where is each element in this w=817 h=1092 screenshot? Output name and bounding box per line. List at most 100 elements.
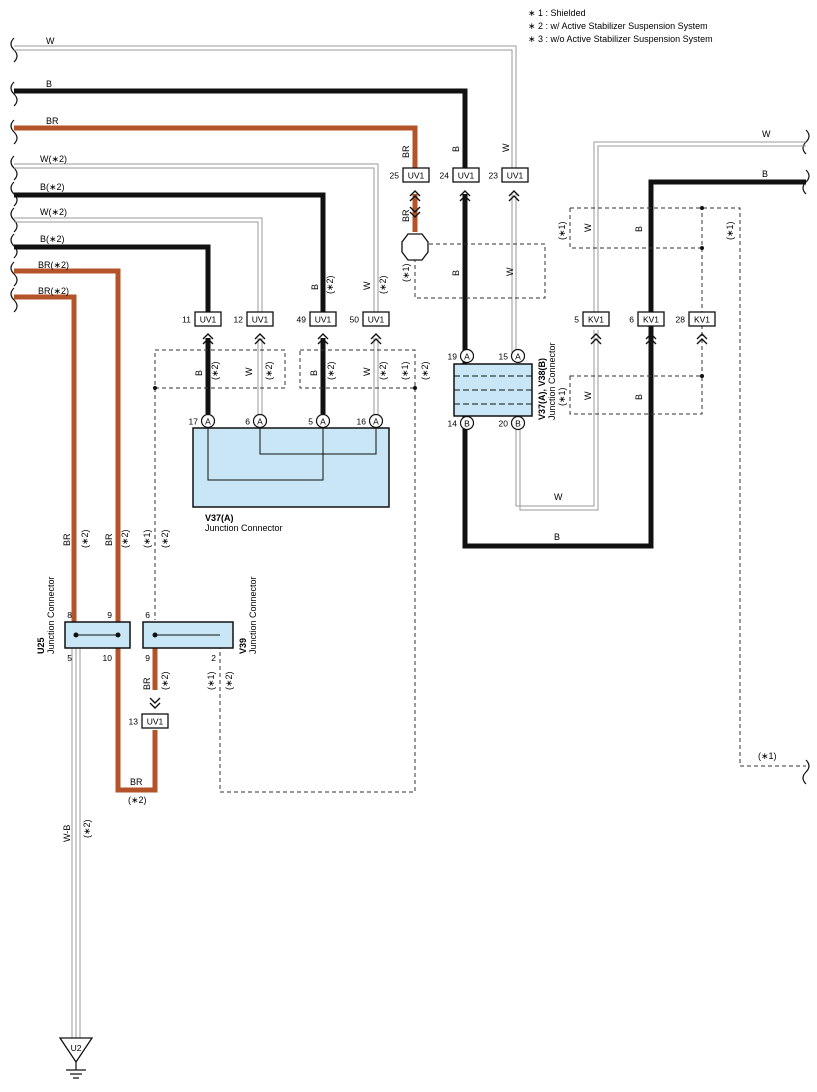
wire-note: (∗2) [128, 795, 147, 805]
connector-kv1-5: KV1 5 [574, 311, 610, 327]
pin-number: 6 [145, 610, 150, 620]
ground-u2: U2 [58, 1037, 94, 1079]
pin-number: 15 [499, 352, 509, 362]
connector-uv1-49: UV1 49 [297, 311, 337, 327]
wire-note: (∗1) [400, 361, 410, 380]
wire-w2-uv1-50 [14, 163, 379, 312]
wire-label: B [194, 370, 204, 376]
pin-number: 19 [448, 352, 458, 362]
wire-label: B [451, 146, 461, 152]
wire-note: (∗2) [378, 275, 388, 294]
pin-number: 13 [129, 717, 139, 727]
connector-label: KV1 [694, 315, 710, 325]
wire-label: B(∗2) [40, 182, 65, 192]
ground-label: U2 [71, 1043, 82, 1053]
pin-letter: B [515, 419, 521, 429]
connector-chevrons [149, 190, 708, 709]
wire-w-top [14, 45, 517, 168]
wire-label: W(∗2) [40, 207, 67, 217]
wire-note: (∗2) [326, 361, 336, 380]
pin-number: 28 [676, 315, 686, 325]
wire-w-junction-loop [511, 141, 806, 511]
wire-w2-uv1-12 [14, 217, 263, 312]
wire-label: W [762, 129, 771, 139]
connector-label: UV1 [507, 171, 524, 181]
junction-subtitle: Junction Connector [205, 523, 283, 533]
connector-label: UV1 [408, 171, 425, 181]
pin-number: 14 [448, 419, 458, 429]
connector-uv1-50: UV1 50 [350, 311, 390, 327]
junction-connector-u25: 8 9 5 10 U25 Junction Connector [36, 576, 131, 663]
wire-note: (∗2) [420, 361, 430, 380]
shield-dots [153, 206, 704, 390]
legend-item-with-stabilizer: ∗ 2 : w/ Active Stabilizer Suspension Sy… [528, 21, 708, 31]
connector-label: UV1 [147, 717, 164, 727]
wire-note: (∗2) [325, 275, 335, 294]
connector-kv1-28: KV1 28 [676, 311, 716, 327]
pin-number: 9 [107, 610, 112, 620]
right-break-marks [802, 129, 810, 785]
wire-label: BR [62, 533, 72, 546]
wire-labels: W B BR W(∗2) B(∗2) W(∗2) B(∗2) BR(∗2) BR… [38, 36, 777, 842]
pin-number: 24 [440, 171, 450, 181]
junction-subtitle: Junction Connector [248, 576, 258, 654]
wire-label: W [244, 367, 254, 376]
wire-note: (∗1) [401, 263, 411, 282]
pin-number: 5 [308, 417, 313, 427]
wire-b-top [14, 88, 468, 168]
pin-number: 25 [390, 171, 400, 181]
connector-kv1-6: KV1 6 [629, 311, 665, 327]
wire-note: (∗2) [378, 361, 388, 380]
wire-note: (∗1) [142, 529, 152, 548]
connector-uv1-23: UV1 23 [489, 167, 529, 183]
wire-note: (∗1) [206, 671, 216, 690]
pin-number: 5 [574, 315, 579, 325]
pin-letter: A [515, 352, 521, 362]
pin-letter: A [205, 417, 211, 427]
wire-note: (∗2) [160, 529, 170, 548]
wire-note: (∗2) [80, 529, 90, 548]
wire-br-u25-10-loop [115, 648, 158, 793]
wire-label: W [362, 367, 372, 376]
wire-label: W [501, 143, 511, 152]
pin-number: 6 [245, 417, 250, 427]
wire-label: W [583, 223, 593, 232]
wire-note: (∗2) [120, 529, 130, 548]
junction-title: V37(A), V38(B) [537, 358, 547, 420]
connector-label: UV1 [200, 315, 217, 325]
connector-label: UV1 [458, 171, 475, 181]
connector-uv1-12: UV1 12 [234, 311, 274, 327]
wire-note: (∗1) [557, 387, 567, 406]
wire-label: BR [142, 677, 152, 690]
pin-number: 49 [297, 315, 307, 325]
wire-note: (∗1) [557, 221, 567, 240]
wire-note: (∗1) [758, 751, 777, 761]
pin-number: 6 [629, 315, 634, 325]
wire-w-uv1-50-to-v37a-16 [373, 338, 379, 414]
wire-b2-uv1-49 [14, 192, 326, 312]
wire-note: (∗1) [725, 221, 735, 240]
wire-label: B [634, 394, 644, 400]
pin-number: 8 [67, 610, 72, 620]
pin-letter: A [320, 417, 326, 427]
junction-subtitle: Junction Connector [547, 342, 557, 420]
connector-uv1-13: UV1 13 [129, 713, 169, 729]
wire-note: (∗2) [210, 361, 220, 380]
pin-letter: A [373, 417, 379, 427]
pin-number: 2 [211, 653, 216, 663]
connector-uv1-11: UV1 11 [182, 311, 222, 327]
wire-br2-u25-8 [14, 294, 77, 622]
wire-label: B [310, 284, 320, 290]
wire-note: (∗2) [224, 671, 234, 690]
legend-item-without-stabilizer: ∗ 3 : w/o Active Stabilizer Suspension S… [528, 34, 713, 44]
connector-label: KV1 [588, 315, 604, 325]
wire-label: B [634, 226, 644, 232]
wire-label: BR [401, 145, 411, 158]
pin-number: 20 [499, 419, 509, 429]
wire-label: W [362, 281, 372, 290]
junction-title: V39 [238, 638, 248, 654]
pin-number: 50 [350, 315, 360, 325]
wire-label: W [46, 36, 55, 46]
junction-connector-v37a: A A A A 17 6 5 16 V37(A) Junction Connec… [189, 413, 390, 533]
shield-ground-symbol [401, 233, 429, 261]
